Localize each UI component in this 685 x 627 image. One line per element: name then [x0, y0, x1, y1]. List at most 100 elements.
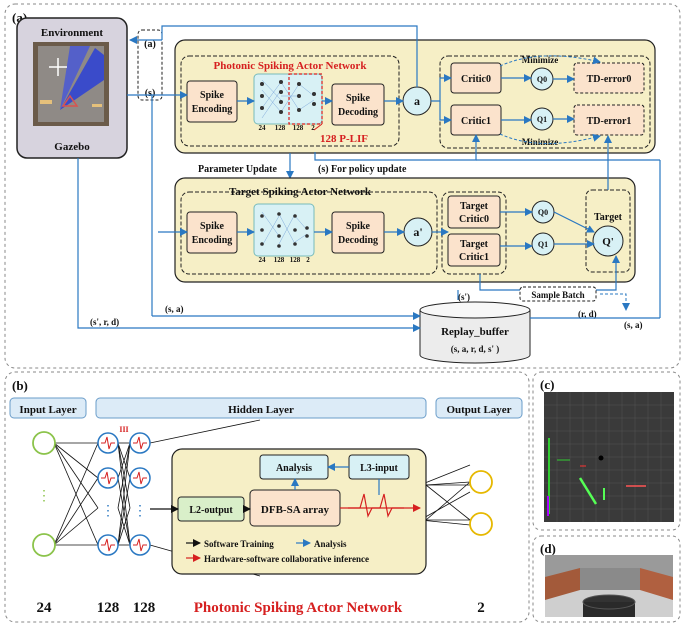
count-input: 24	[37, 600, 53, 616]
hidden-layer-label: Hidden Layer	[228, 404, 294, 416]
target-q-prime-label: Q'	[602, 236, 614, 248]
critic1-label: Critic1	[461, 116, 491, 127]
target-q0-label: Q0	[538, 208, 548, 217]
target-actor-dashed-box	[180, 191, 438, 275]
action-node-label: a	[414, 94, 420, 108]
output-connections	[425, 481, 471, 521]
actor-layer-size-2: 128	[293, 124, 304, 132]
hardware-flow-arrows	[150, 463, 421, 513]
spike-decoding-label-2: Decoding	[338, 107, 378, 118]
hidden-neurons-layer1: ⋮	[97, 432, 119, 556]
minimize-bottom-arrow	[499, 133, 601, 145]
target-spike-encoding-label-1: Spike	[200, 221, 224, 232]
target-action-label: a'	[413, 225, 422, 239]
spike-decoding-label-1: Spike	[346, 93, 370, 104]
hidden-neurons-layer2: ⋮ III	[119, 425, 151, 556]
svg-text:⋮: ⋮	[133, 504, 147, 519]
observation-bracket	[137, 29, 163, 101]
target-critic1-label-2: Critic1	[459, 252, 489, 263]
panel-d-frame	[532, 535, 681, 623]
obs-state-label: (s)	[145, 88, 156, 99]
target-layer-size-3: 2	[306, 256, 310, 264]
replay-buffer	[419, 301, 531, 364]
robot-camera-view-image	[545, 555, 673, 617]
target-layer-size-0: 24	[259, 256, 267, 264]
s-prime-label: (s')	[458, 292, 470, 302]
panel-a-frame	[4, 3, 681, 369]
panel-b-label: (b)	[12, 378, 28, 393]
target-critic1-label-1: Target	[460, 239, 489, 250]
target-spike-encoding-box	[186, 211, 238, 254]
s-r-d-label: (s', r, d)	[90, 317, 119, 327]
target-spike-decoding-label-2: Decoding	[338, 235, 378, 246]
policy-update-arrow	[314, 134, 480, 161]
target-nn-thumbnail	[253, 203, 315, 257]
minimize-bottom-label: Minimize	[522, 137, 559, 147]
obs-action-label: (a)	[144, 39, 156, 50]
actor-title: Photonic Spiking Actor Network	[214, 60, 368, 72]
td-error1-label: TD-error1	[587, 116, 632, 127]
parameter-update-label: Parameter Update	[198, 164, 278, 175]
target-layer-size-1: 128	[274, 256, 285, 264]
target-spike-encoding-label-2: Encoding	[192, 235, 233, 246]
input-neurons: ⋮	[32, 431, 56, 557]
sample-batch-arrow	[600, 293, 630, 311]
td-error0-label: TD-error0	[587, 74, 632, 85]
panel-c-label: (c)	[540, 377, 554, 392]
input-layer-header	[9, 397, 87, 419]
svg-text:⋮: ⋮	[101, 504, 115, 519]
actor-dashed-box	[180, 55, 400, 147]
panel-d-label: (d)	[540, 541, 556, 556]
plif-pointer	[313, 123, 323, 131]
q1-label: Q1	[537, 115, 547, 124]
panel-b-frame	[4, 371, 530, 623]
svg-text:⋮: ⋮	[37, 489, 51, 504]
s-a-right-label: (s, a)	[624, 320, 643, 330]
target-critic0-label-2: Critic0	[459, 214, 489, 225]
environment-block: Environment Gazebo	[16, 17, 128, 159]
sample-batch-box	[519, 286, 597, 302]
gazebo-label: Gazebo	[54, 141, 90, 153]
count-hidden-1: 128	[97, 600, 120, 616]
input-layer-label: Input Layer	[19, 404, 76, 416]
replay-tuple: (s, a, r, d, s' )	[451, 344, 499, 354]
count-hidden-2: 128	[133, 600, 156, 616]
plif-label: 128 P-LIF	[320, 133, 368, 145]
actor-layer-size-0: 24	[259, 124, 267, 132]
actor-nn-thumbnail	[253, 73, 323, 125]
minimize-top-label: Minimize	[522, 55, 559, 65]
target-critic1-box	[447, 233, 501, 267]
critic0-label: Critic0	[461, 74, 491, 85]
output-layer-header	[435, 397, 523, 419]
analysis-label: Analysis	[276, 463, 312, 474]
target-critic-dashed-box	[441, 191, 507, 275]
target-value-title: Target	[594, 212, 623, 223]
rviz-laser-scan-image	[544, 392, 674, 522]
policy-update-label: (s) For policy update	[318, 164, 407, 175]
target-spike-decoding-label-1: Spike	[346, 221, 370, 232]
legend-analysis-label: Analysis	[314, 539, 347, 549]
spike-encoding-box	[186, 80, 238, 123]
target-actor-title: Target Spiking Actor Network	[229, 186, 372, 198]
network-title: Photonic Spiking Actor Network	[194, 600, 403, 616]
l3-input-label: L3-input	[360, 463, 398, 474]
hidden-layer-header	[95, 397, 427, 419]
spike-encoding-label-1: Spike	[200, 90, 224, 101]
output-neuron-2	[469, 512, 493, 536]
svg-text:III: III	[119, 425, 128, 434]
r-d-label: (r, d)	[578, 309, 597, 319]
q0-label: Q0	[537, 75, 547, 84]
replay-flow-arrows	[77, 158, 660, 332]
target-critic0-label-1: Target	[460, 201, 489, 212]
target-layer-size-2: 128	[290, 256, 301, 264]
count-output: 2	[477, 600, 485, 616]
output-neuron-1	[469, 470, 493, 494]
target-spike-decoding-box	[331, 211, 385, 254]
environment-title: Environment	[41, 27, 103, 39]
actor-flow-arrows	[127, 25, 575, 316]
target-flow-arrows	[158, 135, 620, 291]
output-layer-label: Output Layer	[446, 404, 511, 416]
spike-encoding-label-2: Encoding	[192, 104, 233, 115]
minimize-top-arrow	[499, 55, 601, 67]
